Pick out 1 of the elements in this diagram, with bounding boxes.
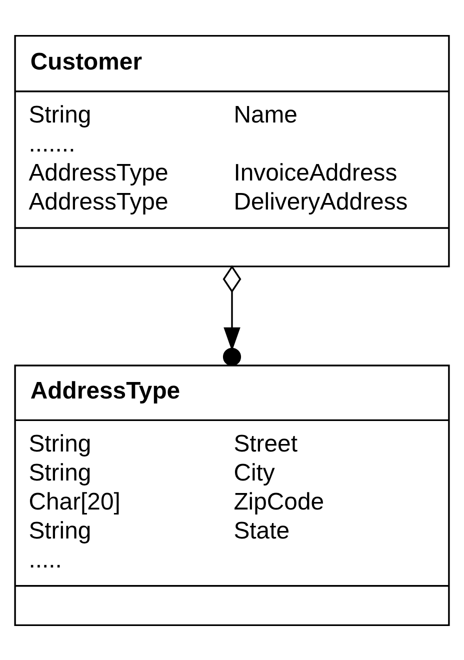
- arrow: [222, 264, 242, 366]
